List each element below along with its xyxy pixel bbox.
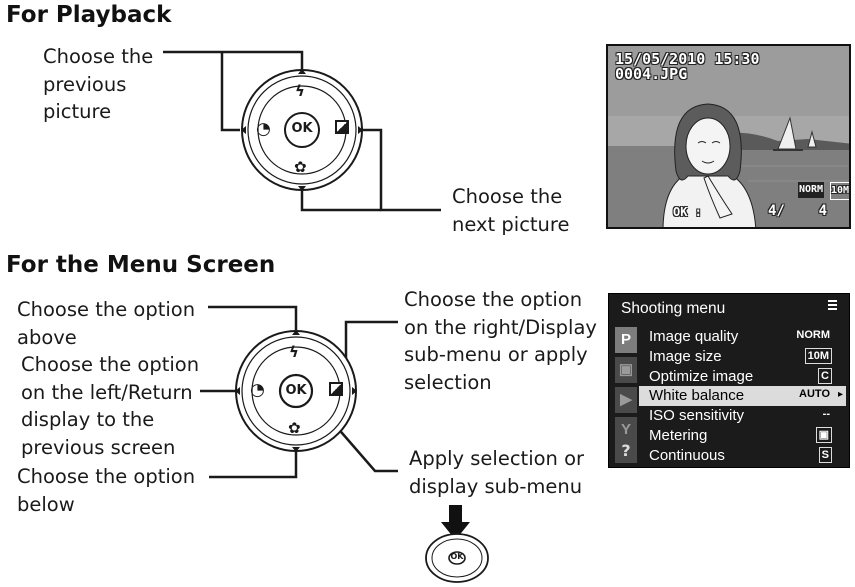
- playback-self-timer-icon[interactable]: ◔: [256, 119, 271, 139]
- label-next-picture: Choose the next picture: [452, 185, 570, 236]
- menu-item-list: Image quality NORM Image size 10M Optimi…: [639, 327, 846, 466]
- menu-tabs: P ▣ ▶ Y: [615, 327, 637, 447]
- screen-datetime: 15/05/2010 15:30: [615, 50, 760, 68]
- menu-item-iso-sensitivity[interactable]: ISO sensitivity --: [649, 407, 830, 425]
- tab-shooting[interactable]: P: [615, 327, 637, 353]
- menu-item-continuous[interactable]: Continuous S: [639, 446, 846, 466]
- tab-movie-icon[interactable]: ▣: [615, 357, 637, 383]
- menu-screen-heading: For the Menu Screen: [6, 252, 276, 278]
- playback-ok-button[interactable]: OK: [291, 121, 313, 136]
- playback-macro-flower-icon[interactable]: ✿: [294, 158, 307, 176]
- label-option-above: Choose the option above: [17, 298, 196, 349]
- label-apply-selection: Apply selection or display sub-menu: [409, 447, 585, 498]
- playback-exposure-compensation-icon[interactable]: [335, 120, 349, 134]
- menu-scroll-icon: [828, 300, 837, 314]
- shooting-menu: Shooting menu P ▣ ▶ Y Image quality NORM…: [608, 293, 850, 468]
- label-option-left: Choose the option on the left/Return dis…: [21, 353, 200, 459]
- screen-counter: 4/ 4: [768, 203, 828, 219]
- menu-self-timer-icon[interactable]: ◔: [250, 380, 265, 400]
- menu-item-white-balance[interactable]: White balance AUTO ▸: [639, 386, 846, 407]
- menu-title: Shooting menu: [621, 300, 726, 317]
- menu-item-optimize-image[interactable]: Optimize image C: [639, 367, 846, 387]
- screen-size-badge: 10M: [830, 182, 849, 200]
- photo-illustration: [608, 46, 849, 227]
- menu-item-image-quality[interactable]: Image quality NORM: [649, 328, 830, 345]
- playback-heading: For Playback: [6, 2, 172, 28]
- screen-ok-hint: OK :: [673, 205, 702, 219]
- tab-playback-icon[interactable]: ▶: [615, 387, 637, 413]
- menu-item-image-size[interactable]: Image size 10M: [639, 347, 846, 367]
- label-previous-picture: Choose the previous picture: [43, 45, 154, 123]
- label-option-below: Choose the option below: [17, 465, 196, 516]
- playback-screen: 15/05/2010 15:30 0004.JPG NORM 10M OK : …: [606, 44, 851, 229]
- playback-flash-icon[interactable]: ϟ: [295, 82, 305, 100]
- screen-quality-badge: NORM: [798, 182, 825, 198]
- menu-ok-button[interactable]: OK: [285, 383, 307, 398]
- menu-macro-flower-icon[interactable]: ✿: [288, 419, 301, 437]
- tab-setup-icon[interactable]: Y: [615, 417, 637, 443]
- menu-exposure-compensation-icon[interactable]: [329, 382, 343, 396]
- label-option-right: Choose the option on the right/Display s…: [404, 288, 597, 394]
- submenu-arrow-icon: ▸: [837, 389, 843, 401]
- menu-flash-icon[interactable]: ϟ: [289, 343, 299, 361]
- menu-item-metering[interactable]: Metering ▣: [639, 426, 846, 446]
- help-icon[interactable]: ?: [615, 439, 637, 463]
- pressed-dial-ok-label: OK: [450, 552, 464, 561]
- screen-filename: 0004.JPG: [615, 65, 688, 83]
